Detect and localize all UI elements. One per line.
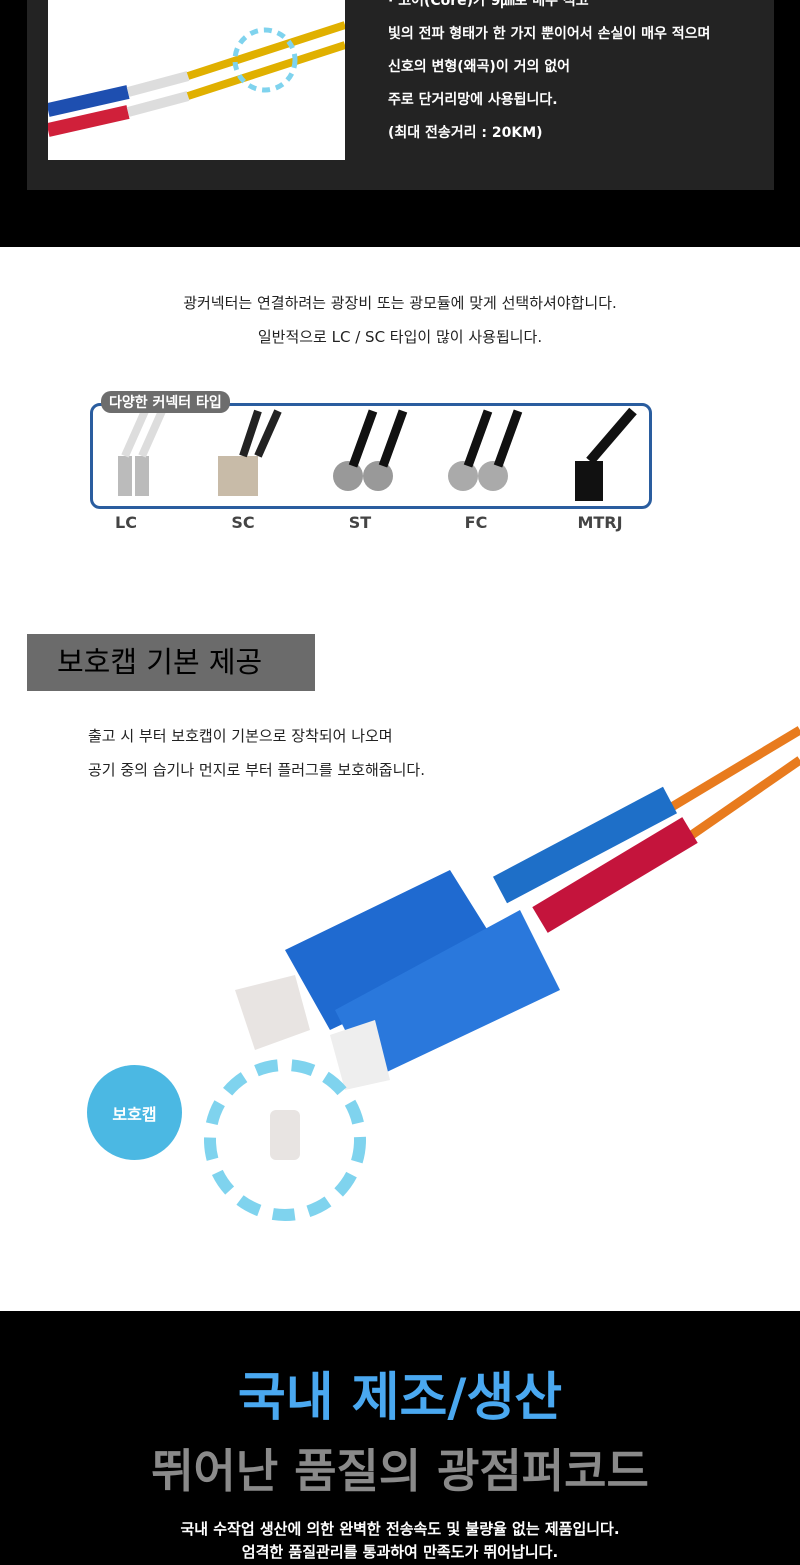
spec-line: · 코어(Core)가 9㎛로 매우 적고 <box>388 0 589 9</box>
sc-connector-image <box>218 409 282 496</box>
connector-types-badge: 다양한 커넥터 타입 <box>101 391 230 413</box>
connector-label: ST <box>348 513 372 532</box>
sc-connector-with-cap-image <box>204 726 800 1221</box>
quality-title: 국내 제조/생산 <box>237 1368 563 1428</box>
connector-types-frame <box>90 403 652 509</box>
connector-intro: 광커넥터는 연결하려는 광장비 또는 광모듈에 맞게 선택하셔야합니다. <box>183 294 617 312</box>
connector-label: LC <box>115 513 137 532</box>
quality-description: 엄격한 품질관리를 통과하여 만족도가 뛰어납니다. <box>241 1543 559 1561</box>
connector-label: SC <box>231 513 255 532</box>
spec-line: 빛의 전파 형태가 한 가지 뿐이어서 손실이 매우 적으며 <box>388 26 711 42</box>
connector-intro: 일반적으로 LC / SC 타입이 많이 사용됩니다. <box>257 328 543 346</box>
fc-connector-image <box>448 409 523 491</box>
mtrj-connector-image <box>575 407 637 501</box>
cap-description: 출고 시 부터 보호캡이 기본으로 장착되어 나오며 <box>88 727 393 745</box>
spec-line: (최대 전송거리 : 20KM) <box>388 125 543 141</box>
quality-section <box>0 1311 800 1565</box>
spec-line: 신호의 변형(왜곡)이 거의 없어 <box>388 59 570 75</box>
st-connector-image <box>333 409 408 491</box>
cap-callout-bubble: 보호캡 <box>87 1065 182 1160</box>
lc-connector-image <box>118 409 166 496</box>
spec-line: 주로 단거리망에 사용됩니다. <box>388 92 558 108</box>
cable-image <box>48 0 345 160</box>
quality-description: 국내 수작업 생산에 의한 완벽한 전송속도 및 불량율 없는 제품입니다. <box>180 1520 620 1538</box>
cap-heading: 보호캡 기본 제공 <box>27 634 315 691</box>
quality-subtitle: 뛰어난 품질의 광점퍼코드 <box>151 1444 649 1498</box>
connector-label: MTRJ <box>577 513 623 532</box>
connector-label: FC <box>464 513 488 532</box>
cap-description: 공기 중의 습기나 먼지로 부터 플러그를 보호해줍니다. <box>88 761 425 779</box>
